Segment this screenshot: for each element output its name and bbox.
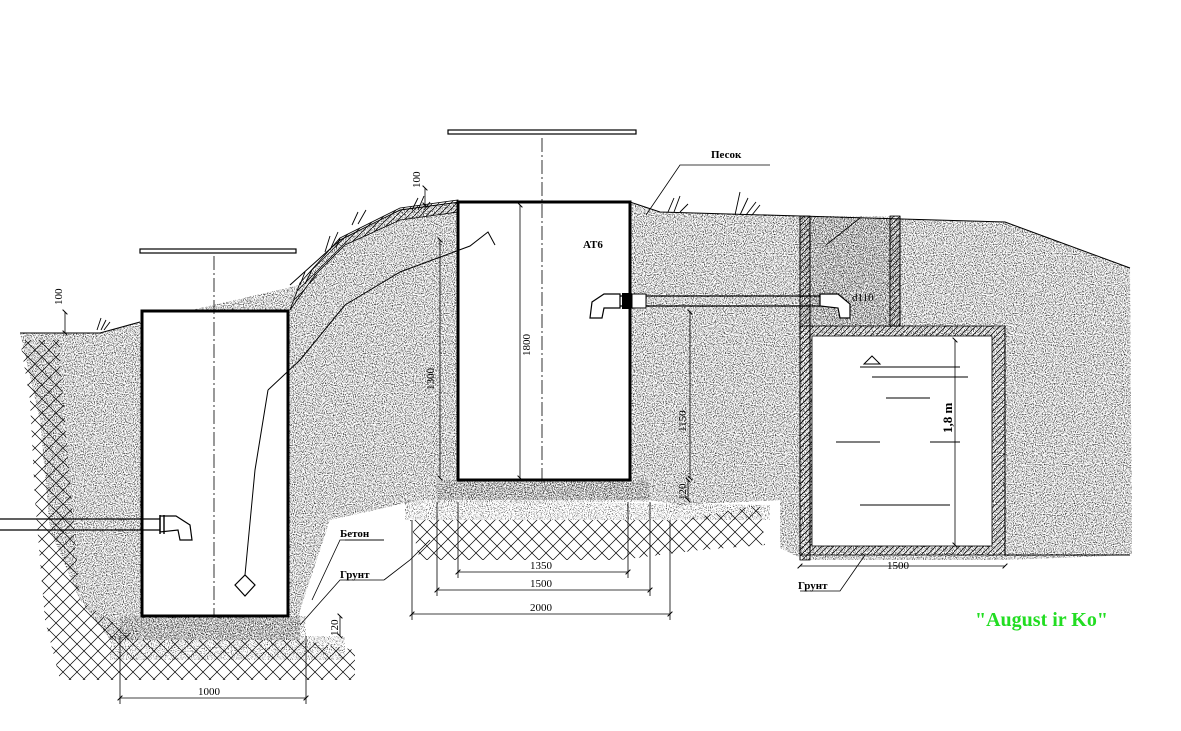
infiltration-pit — [799, 325, 1130, 556]
dim-1150: 1150 — [677, 410, 689, 432]
leader-lines — [299, 164, 866, 626]
sand-bed-middle — [405, 500, 770, 520]
dim-2000: 2000 — [530, 602, 553, 614]
dim-100-middle: 100 — [411, 171, 423, 188]
dim-1000: 1000 — [198, 686, 221, 698]
dim-1800: 1800 — [521, 334, 533, 357]
dim-100-left: 100 — [53, 288, 65, 305]
label-beton: Бетон — [340, 528, 370, 540]
sand-bed-left — [110, 636, 345, 660]
ground-hatch-middle — [410, 505, 765, 560]
dim-1350: 1350 — [530, 560, 553, 572]
tank-at6 — [436, 129, 650, 503]
dim-120-middle: 120 — [677, 483, 689, 500]
dimension-lines — [62, 185, 1008, 704]
tank-left — [119, 248, 307, 637]
dim-1500-right: 1500 — [887, 560, 910, 572]
label-pipe-diameter: d110 — [852, 292, 874, 304]
dim-120-left: 120 — [329, 619, 341, 636]
dim-1-8m: 1,8 m — [940, 403, 955, 434]
pipes — [0, 231, 851, 597]
label-pesok: Песок — [711, 149, 742, 161]
label-grunt-right: Грунт — [798, 580, 828, 592]
dim-1300: 1300 — [425, 368, 437, 391]
label-grunt-left: Грунт — [340, 569, 370, 581]
dim-1500-middle: 1500 — [530, 578, 553, 590]
brand-label: "August ir Ko" — [975, 609, 1108, 631]
label-at6: АТ6 — [583, 239, 603, 251]
